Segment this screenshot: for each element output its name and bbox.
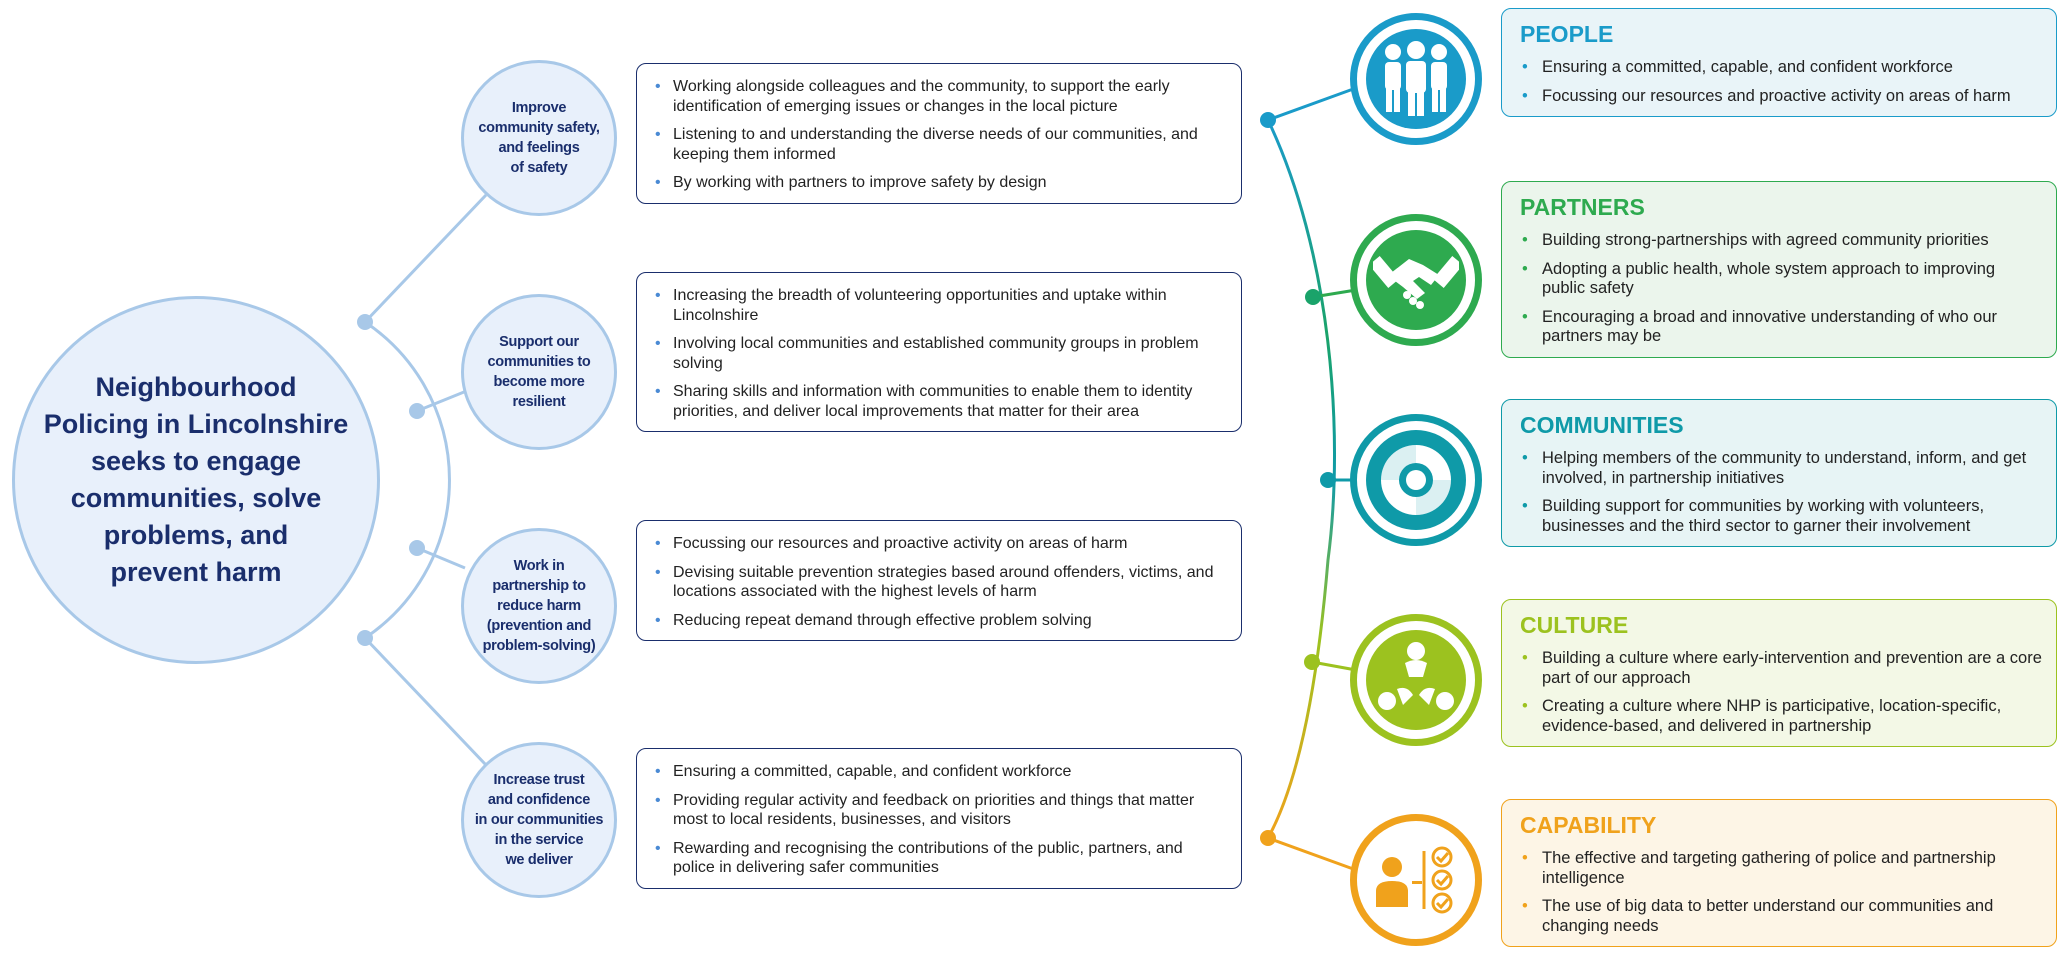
objective-bullet: Devising suitable prevention strategies …	[651, 563, 1227, 602]
pillar-title: COMMUNITIES	[1520, 412, 1684, 438]
objective-bullet: Ensuring a committed, capable, and confi…	[651, 762, 1227, 782]
objective-circle-4: Increase trust and confidence in our com…	[461, 742, 617, 898]
pillar-bullet: •Building support for communities by wor…	[1522, 497, 1985, 535]
objective-box-1: Working alongside colleagues and the com…	[636, 63, 1242, 204]
capability-checklist-icon	[1366, 830, 1466, 930]
pillar-title: CAPABILITY	[1520, 812, 1657, 838]
objective-bullet: By working with partners to improve safe…	[651, 173, 1227, 193]
pillar-node-communities	[1320, 472, 1336, 488]
pillar-card-people: PEOPLE •Ensuring a committed, capable, a…	[1501, 8, 2057, 117]
objective-circle-2: Support our communities to become more r…	[461, 294, 617, 450]
pillar-bullet: •Ensuring a committed, capable, and conf…	[1522, 58, 1953, 76]
branch-node-1	[357, 314, 373, 330]
pillar-card-communities: COMMUNITIES •Helping members of the comm…	[1501, 399, 2057, 547]
branch-node-3	[409, 540, 425, 556]
objective-bullet: Providing regular activity and feedback …	[651, 791, 1227, 830]
joined-hands-icon	[1366, 430, 1466, 530]
objective-label: Improve community safety, and feelings o…	[478, 100, 600, 176]
pillar-bullet: •The use of big data to better understan…	[1522, 897, 1994, 935]
branch-line-3	[416, 546, 466, 570]
pillar-link-capability	[1267, 836, 1357, 872]
objective-label: Support our communities to become more r…	[487, 334, 591, 410]
branch-node-2	[409, 403, 425, 419]
pillar-bullet: •Adopting a public health, whole system …	[1522, 259, 1996, 298]
pillar-card-culture: CULTURE •Building a culture where early-…	[1501, 599, 2057, 747]
people-icon	[1366, 29, 1466, 129]
pillar-spine	[1266, 119, 1336, 839]
objective-bullet: Reducing repeat demand through effective…	[651, 611, 1227, 631]
pillar-title: PEOPLE	[1520, 21, 1614, 47]
objective-box-4: Ensuring a committed, capable, and confi…	[636, 748, 1242, 889]
objective-circle-1: Improve community safety, and feelings o…	[461, 60, 617, 216]
pillar-icon-circle-partners	[1350, 214, 1482, 346]
objective-label: Work in partnership to reduce harm (prev…	[482, 558, 596, 654]
branch-line-2	[416, 390, 465, 413]
pillar-card-partners: PARTNERS •Building strong-partnerships w…	[1501, 181, 2057, 358]
pillar-icon-circle-capability	[1350, 814, 1482, 946]
objective-bullet: Increasing the breadth of volunteering o…	[651, 286, 1227, 325]
objective-circle-3: Work in partnership to reduce harm (prev…	[461, 528, 617, 684]
objective-bullet: Involving local communities and establis…	[651, 334, 1227, 373]
pillar-bullet: •Focussing our resources and proactive a…	[1522, 86, 2011, 105]
objective-label: Increase trust and confidence in our com…	[474, 772, 604, 868]
pillar-bullet: •Helping members of the community to und…	[1522, 449, 2027, 487]
pillar-icon-circle-culture	[1350, 614, 1482, 746]
pillar-bullet: •The effective and targeting gathering o…	[1522, 849, 1996, 887]
culture-cycle-icon	[1366, 630, 1466, 730]
hub-arc	[364, 320, 451, 640]
pillar-card-capability: CAPABILITY •The effective and targeting …	[1501, 799, 2057, 947]
objective-bullet: Rewarding and recognising the contributi…	[651, 839, 1227, 878]
objective-bullet: Sharing skills and information with comm…	[651, 382, 1227, 421]
branch-line-1	[363, 193, 488, 324]
objective-bullet: Listening to and understanding the diver…	[651, 125, 1227, 164]
objective-box-2: Increasing the breadth of volunteering o…	[636, 272, 1242, 432]
objective-bullet: Working alongside colleagues and the com…	[651, 77, 1227, 116]
hub-title: Neighbourhood Policing in Lincolnshire s…	[43, 372, 349, 587]
pillar-bullet: •Building a culture where early-interven…	[1522, 649, 2042, 687]
handshake-icon	[1366, 230, 1466, 330]
pillar-link-people	[1267, 86, 1357, 122]
objective-box-3: Focussing our resources and proactive ac…	[636, 520, 1242, 641]
pillar-title: PARTNERS	[1520, 194, 1645, 220]
branch-node-4	[357, 630, 373, 646]
branch-line-4	[363, 636, 488, 767]
pillar-icon-circle-communities	[1350, 414, 1482, 546]
pillar-node-partners	[1305, 289, 1321, 305]
objective-bullet: Focussing our resources and proactive ac…	[651, 534, 1227, 554]
pillar-title: CULTURE	[1520, 612, 1629, 638]
pillar-bullet: •Creating a culture where NHP is partici…	[1522, 697, 2002, 735]
pillar-bullet: •Building strong-partnerships with agree…	[1522, 231, 1989, 249]
pillar-node-people	[1260, 112, 1276, 128]
pillar-node-capability	[1260, 830, 1276, 846]
pillar-icon-circle-people	[1350, 13, 1482, 145]
pillar-bullet: •Encouraging a broad and innovative unde…	[1522, 307, 1997, 346]
pillar-node-culture	[1304, 654, 1320, 670]
hub-circle: Neighbourhood Policing in Lincolnshire s…	[12, 296, 380, 664]
